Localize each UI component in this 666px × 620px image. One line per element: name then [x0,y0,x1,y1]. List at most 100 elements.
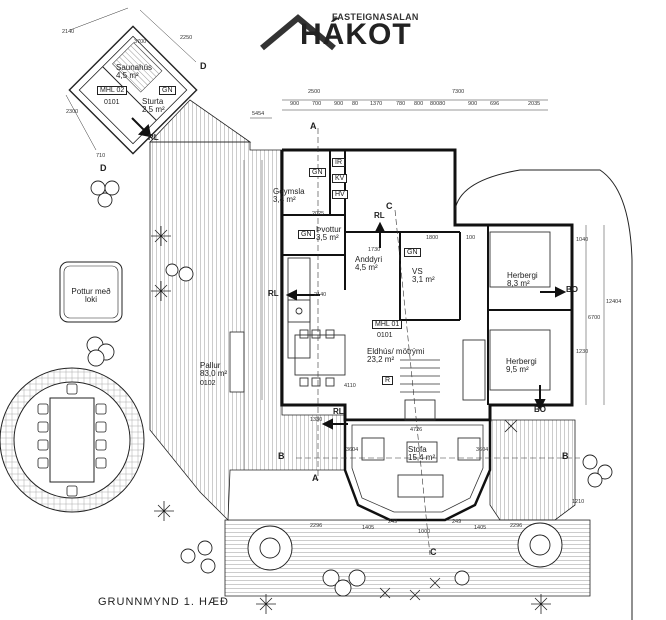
label-bo: BO [534,405,546,414]
section-mark-c-bottom: C [430,547,437,557]
logo-house-icon [260,14,336,51]
label-rl: RL [268,289,279,298]
room-area: 3,4 m² [273,195,296,205]
room-code: 0102 [200,379,216,387]
section-mark-d-top: D [200,61,207,71]
dimension-label: 5454 [252,111,265,117]
dimension-label: 700 [312,101,322,107]
label-kv: KV [332,174,348,184]
dimension-label: 3700 [134,39,147,45]
label-mhl01: MHL 01 [372,320,403,330]
dimension-label: 12404 [606,299,622,305]
dimension-label: 3604 [346,447,359,453]
label-mhl02: MHL 02 [97,86,128,96]
dimension-label: 1405 [362,525,375,531]
room-name: Eldhús/ mötrými [367,347,425,356]
dimension-label: 100 [466,235,476,241]
dimension-label: 2025 [312,211,325,217]
room-name: Pallur [200,361,221,370]
room-name: Sturta [142,97,164,106]
dimension-label: 2296 [510,523,523,529]
section-mark-d-left: D [100,163,107,173]
room-area: 83,0 m² [200,369,228,379]
room-name: Saunahús [116,63,153,72]
dimension-label: 3604 [476,447,489,453]
dimension-label: 80 [352,101,359,107]
dimension-label: 2140 [314,292,327,298]
logo-title: HÁKOT [300,18,412,51]
room-name: Herbergi [507,271,538,280]
section-mark-a-bottom: A [312,473,319,483]
room-area: 15,4 m² [408,453,436,463]
dimension-label: 249 [452,519,462,525]
room-area: 2,5 m² [142,105,165,115]
dimension-label: 1370 [370,101,383,107]
sauna-house [68,25,198,155]
section-mark-b-right: B [562,451,569,461]
label-code-0101: 0101 [377,332,393,339]
section-mark-c-top: C [386,201,393,211]
room-area: 3,5 m² [316,233,339,243]
room-name: VS [412,267,423,276]
deck-area [149,141,346,521]
stofa-bay [343,418,492,522]
label-hv: HV [332,190,348,200]
dimension-label: 900 [334,101,344,107]
dimension-label: 2035 [528,101,541,107]
room-name: Þvottur [316,225,342,234]
label-gn: GN [309,168,326,178]
label-code-0101: 0101 [104,99,120,106]
label-ir: IR [332,158,345,168]
dimension-label: 1730 [368,247,381,253]
dimension-label: 800 [414,101,424,107]
dimension-label: 2296 [310,523,323,529]
room-area: 4,5 m² [116,71,139,81]
drawing-title: GRUNNMYND 1. HÆÐ [98,596,229,608]
dimension-label: 4110 [344,383,356,389]
room-name: Anddyri [355,255,383,264]
dimension-label: 1230 [576,349,589,355]
room-area: 9,5 m² [506,365,529,375]
dimension-label: 2250 [180,35,193,41]
dimension-label: 696 [490,101,500,107]
room-name: Stofa [408,445,427,454]
label-pottur: Pottur með loki [71,287,111,305]
label-gn: GN [298,230,315,240]
dimension-label: 1405 [474,525,487,531]
dimension-label: 1800 [426,235,439,241]
dimension-label: 780 [396,101,406,107]
label-bo: BO [566,285,578,294]
dimension-label: 7300 [452,89,465,95]
label-rl: RL [148,133,159,142]
label-rl: RL [374,211,385,220]
dimension-label: 1040 [576,237,589,243]
dimension-label: 710 [96,153,106,159]
dimension-label: 6700 [588,315,601,321]
house-walls [280,148,574,422]
dimension-label: 1210 [572,499,585,505]
dimension-label: 900 [290,101,300,107]
room-name: Geymsla [273,187,305,196]
dimension-label: 4726 [410,427,423,433]
logo-subtitle: FASTEIGNASALAN [332,12,419,22]
dimension-label: 1330 [310,417,323,423]
dimension-label: 2300 [66,109,79,115]
dimension-label: 900 [468,101,478,107]
room-name: Herbergi [506,357,537,366]
room-area: 23,2 m² [367,355,395,365]
label-gn: GN [404,248,421,258]
label-gn: GN [159,86,176,96]
section-mark-a-top: A [310,121,317,131]
dimension-label: 2500 [308,89,321,95]
